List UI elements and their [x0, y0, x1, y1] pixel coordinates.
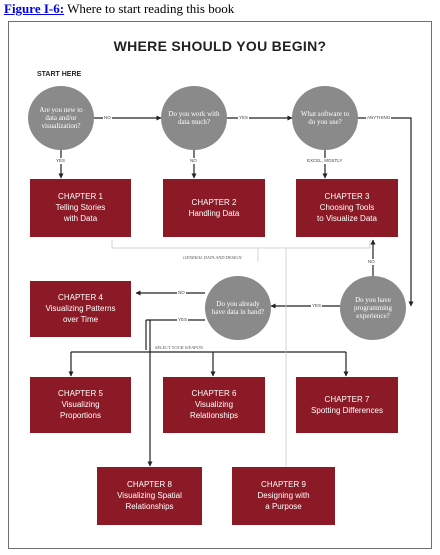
chapter-3-box: CHAPTER 3 Choosing Tools to Visualize Da… — [296, 179, 398, 237]
chapter-5-title: Visualizing Proportions — [60, 400, 101, 420]
label-excel-mostly: EXCEL, MOSTLY — [306, 158, 344, 164]
figure-link[interactable]: Figure I-6: — [4, 1, 65, 16]
chapter-7-number: CHAPTER 7 — [324, 394, 370, 404]
chapter-9-title: Designing with a Purpose — [257, 491, 310, 511]
caption-text: Where to start reading this book — [64, 1, 235, 16]
chapter-5-number: CHAPTER 5 — [58, 389, 103, 398]
question-software: What software to do you use? — [292, 86, 358, 150]
chapter-6-number: CHAPTER 6 — [191, 389, 237, 398]
label-no-q1: NO — [103, 115, 112, 121]
chapter-5-box: CHAPTER 5 Visualizing Proportions — [30, 377, 131, 433]
label-anything: ANYTHING — [366, 115, 392, 121]
chapter-1-title: Telling Stories with Data — [55, 203, 106, 223]
label-yes-q2: YES — [238, 115, 250, 121]
label-yes-q4: YES — [311, 303, 323, 309]
label-yes-q1: YES — [55, 158, 67, 164]
chapter-8-box: CHAPTER 8 Visualizing Spatial Relationsh… — [97, 467, 202, 525]
chapter-3-title: Choosing Tools to Visualize Data — [317, 203, 377, 223]
chapter-1-number: CHAPTER 1 — [58, 192, 103, 201]
diagram-title: WHERE SHOULD YOU BEGIN? — [113, 38, 327, 54]
label-general-data-design: GENERAL DATA AND DESIGN — [182, 255, 243, 261]
label-no-q2: NO — [189, 158, 198, 164]
chapter-4-title: Visualizing Patterns over Time — [45, 304, 116, 324]
label-yes-q5: YES — [177, 317, 189, 323]
chapter-4-box: CHAPTER 4 Visualizing Patterns over Time — [30, 281, 131, 337]
question-data-in-hand: Do you already have data in hand? — [205, 276, 271, 340]
chapter-8-number: CHAPTER 8 — [127, 480, 172, 489]
chapter-2-box: CHAPTER 2 Handling Data — [163, 179, 265, 237]
chapter-4-number: CHAPTER 4 — [58, 293, 103, 302]
question-programming: Do you have programming experience? — [340, 276, 406, 340]
start-here-label: START HERE — [37, 71, 82, 78]
label-no-q4: NO — [367, 259, 376, 265]
chapter-1-box: CHAPTER 1 Telling Stories with Data — [30, 179, 131, 237]
chapter-7-box: CHAPTER 7 Spotting Differences — [296, 377, 398, 433]
chapter-2-title: Handling Data — [188, 208, 240, 218]
chapter-3-number: CHAPTER 3 — [324, 192, 370, 201]
figure-caption: Figure I-6: Where to start reading this … — [4, 1, 234, 17]
chapter-6-title: Visualizing Relationships — [189, 400, 239, 420]
label-no-q5: NO — [177, 290, 186, 296]
chapter-2-number: CHAPTER 2 — [191, 197, 237, 207]
general-bracket — [111, 240, 371, 249]
chapter-6-box: CHAPTER 6 Visualizing Relationships — [163, 377, 265, 433]
chapter-9-box: CHAPTER 9 Designing with a Purpose — [232, 467, 335, 525]
chapter-9-number: CHAPTER 9 — [261, 480, 306, 489]
question-work-with-data: Do you work with data much? — [161, 86, 227, 150]
label-select-weapon: SELECT YOUR WEAPON — [154, 345, 204, 351]
chapter-8-title: Visualizing Spatial Relationships — [117, 491, 182, 511]
question-new-to-data: Are you new to data and/or visualization… — [28, 86, 94, 150]
chapter-7-title: Spotting Differences — [311, 405, 383, 415]
